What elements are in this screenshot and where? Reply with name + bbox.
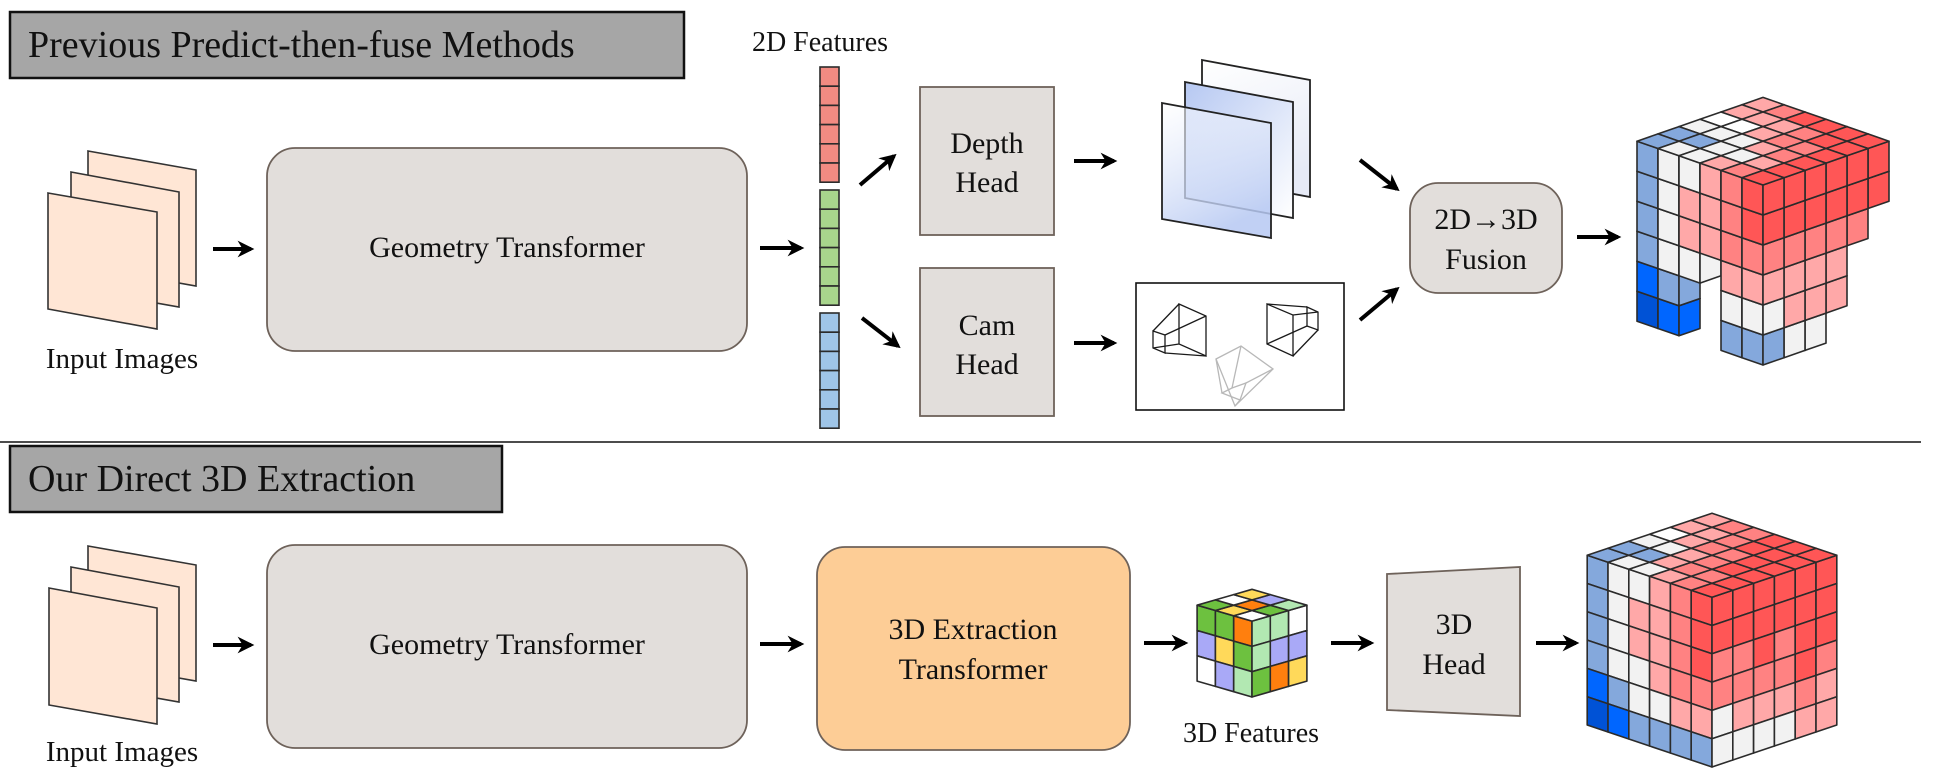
fused-3d-voxel-output <box>1636 96 1890 366</box>
cam-head-label-line2: Head <box>955 348 1018 381</box>
feature-voxel-right-cell <box>1269 660 1290 693</box>
feature-token-blue <box>819 408 840 430</box>
arrow-depth-maps-to-fusion <box>1358 158 1400 192</box>
bottom-section: Our Direct 3D Extraction Input Images Ge… <box>8 444 1838 768</box>
input-images-label-bottom: Input Images <box>46 736 198 768</box>
feature-token-red <box>819 162 840 184</box>
fusion-label-line2: Fusion <box>1445 243 1527 276</box>
arrow-cameras-to-fusion <box>1358 286 1400 322</box>
feature-voxel-top-cell <box>1232 588 1272 601</box>
camera-frustum-icon <box>1266 303 1319 358</box>
feature-voxel-right-cell <box>1251 665 1272 698</box>
3d-extraction-label-line2: Transformer <box>899 653 1048 686</box>
feature-token-blue <box>819 312 840 334</box>
top-section-title-box <box>8 10 686 80</box>
feature-token-green <box>819 208 840 230</box>
output-voxel-right-cell <box>1752 716 1776 754</box>
output-voxel-left-cell <box>1586 695 1609 733</box>
feature-token-red <box>819 143 840 164</box>
geometry-transformer-label-bottom: Geometry Transformer <box>369 628 645 661</box>
2d-features-label: 2D Features <box>752 27 888 58</box>
depth-map-plane <box>1161 101 1272 240</box>
feature-token-blue <box>819 331 840 353</box>
feature-token-blue <box>819 350 840 372</box>
input-images-label-top: Input Images <box>46 343 198 375</box>
output-voxel-right-cell <box>1732 723 1755 761</box>
input-images-stack-top <box>47 150 197 330</box>
3d-head-label-line1: 3D <box>1436 608 1473 641</box>
feature-voxel-right-cell <box>1287 654 1308 688</box>
feature-token-green <box>819 189 840 211</box>
bottom-section-title: Our Direct 3D Extraction <box>28 458 415 500</box>
geometry-transformer-label-top: Geometry Transformer <box>369 231 645 264</box>
direct-3d-voxel-output <box>1586 512 1838 768</box>
top-section-title: Previous Predict-then-fuse Methods <box>28 24 575 66</box>
feature-token-green <box>819 227 840 249</box>
output-voxel-left-cell <box>1690 730 1713 768</box>
feature-voxel-left-cell <box>1196 654 1217 688</box>
feature-token-blue <box>819 388 840 410</box>
feature-token-green <box>819 265 840 287</box>
feature-token-blue <box>819 369 840 391</box>
input-images-stack-bottom <box>48 545 197 725</box>
fused-voxel-face <box>1741 169 1785 186</box>
feature-voxel-left-cell <box>1214 660 1235 693</box>
feature-voxel-left-cell <box>1232 665 1253 698</box>
3d-head-box <box>1386 566 1521 717</box>
3d-feature-cube <box>1196 588 1308 698</box>
input-image-sheet <box>47 192 158 330</box>
bottom-section-title-box <box>8 444 504 514</box>
output-voxel-right-cell <box>1773 709 1796 747</box>
feature-token-red <box>819 123 840 145</box>
output-voxel-left-cell <box>1628 709 1651 747</box>
camera-frustum-icon <box>1215 345 1275 408</box>
output-voxel-left-cell <box>1607 702 1630 740</box>
3d-extraction-label-line1: 3D Extraction <box>888 613 1057 646</box>
camera-frustum-icon <box>1152 302 1207 358</box>
2d-feature-tokens <box>819 66 840 430</box>
output-voxel-left-cell <box>1669 723 1692 761</box>
output-voxel-left-cell <box>1648 716 1672 754</box>
3d-head-label-line2: Head <box>1422 648 1485 681</box>
feature-token-red <box>819 85 840 107</box>
cam-head-box <box>919 267 1055 417</box>
depth-head-box <box>919 86 1055 236</box>
output-voxel-right-cell <box>1815 695 1838 733</box>
arrow-features-to-cam-head <box>860 316 901 349</box>
depth-maps-stack <box>1161 58 1311 240</box>
input-image-sheet <box>48 587 158 725</box>
cam-head-label-line1: Cam <box>959 309 1016 342</box>
camera-poses-panel <box>1135 282 1345 411</box>
top-section: Previous Predict-then-fuse Methods Input… <box>8 10 1890 430</box>
depth-head-label-line1: Depth <box>950 127 1023 160</box>
geometry-transformer-box-bottom <box>266 544 748 749</box>
feature-token-red <box>819 66 840 88</box>
geometry-transformer-box-top <box>266 147 748 352</box>
3d-extraction-transformer-box <box>816 546 1131 751</box>
output-voxel-top-cell <box>1690 512 1734 529</box>
output-voxel-right-cell <box>1794 702 1817 740</box>
feature-token-green <box>819 246 840 268</box>
feature-token-red <box>819 104 840 126</box>
output-voxel-right-cell <box>1711 730 1734 768</box>
depth-head-label-line2: Head <box>955 166 1018 199</box>
arrow-features-to-depth-head <box>858 153 897 187</box>
3d-features-label: 3D Features <box>1183 718 1319 749</box>
feature-token-green <box>819 285 840 307</box>
fusion-label-line1: 2D→3D <box>1434 203 1537 236</box>
fusion-box <box>1409 182 1563 294</box>
